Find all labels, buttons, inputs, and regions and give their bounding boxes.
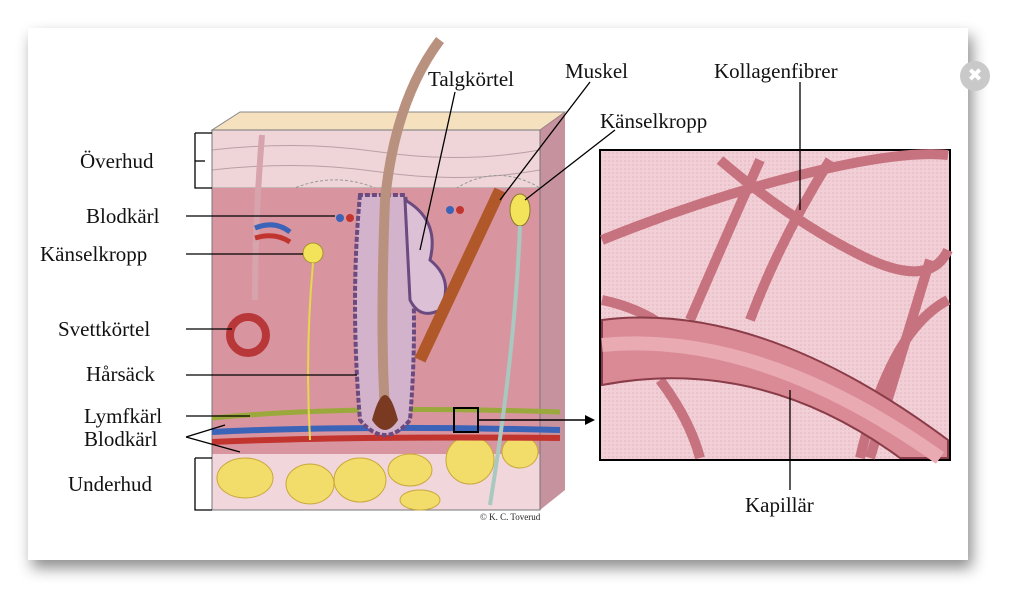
label-svettkortel: Svettkörtel — [58, 317, 151, 341]
label-kapillar: Kapillär — [745, 493, 814, 517]
leader-lines — [185, 81, 801, 511]
label-kanselkropp-left: Känselkropp — [40, 242, 148, 266]
label-overhud: Överhud — [80, 149, 154, 173]
close-icon: ✖ — [967, 65, 983, 86]
sweat-gland — [226, 313, 270, 357]
blood-vessel-red — [211, 434, 561, 445]
label-harsack: Hårsäck — [86, 362, 155, 386]
arrector-muscle — [414, 187, 506, 363]
label-kollagenfibrer: Kollagenfibrer — [714, 59, 838, 83]
close-button[interactable]: ✖ — [960, 61, 990, 91]
skin-surface — [210, 111, 567, 131]
label-talgkortel: Talgkörtel — [428, 67, 514, 91]
label-muskel: Muskel — [565, 59, 628, 83]
label-blodkarl-top: Blodkärl — [86, 204, 160, 228]
label-underhud: Underhud — [68, 472, 152, 496]
label-kanselkropp-right: Känselkropp — [600, 109, 708, 133]
hair-bulb — [372, 395, 398, 430]
sebaceous-gland — [403, 197, 448, 315]
label-blodkarl-bottom: Blodkärl — [84, 427, 158, 451]
magnified-panel — [599, 149, 953, 464]
pacinian-corpuscle — [302, 242, 324, 264]
fat-cells — [216, 435, 539, 511]
copyright: © K. C. Toverud — [480, 512, 541, 522]
label-lymfkarl: Lymfkärl — [84, 404, 163, 428]
skin-block — [210, 37, 595, 511]
hair-shaft — [377, 37, 445, 411]
